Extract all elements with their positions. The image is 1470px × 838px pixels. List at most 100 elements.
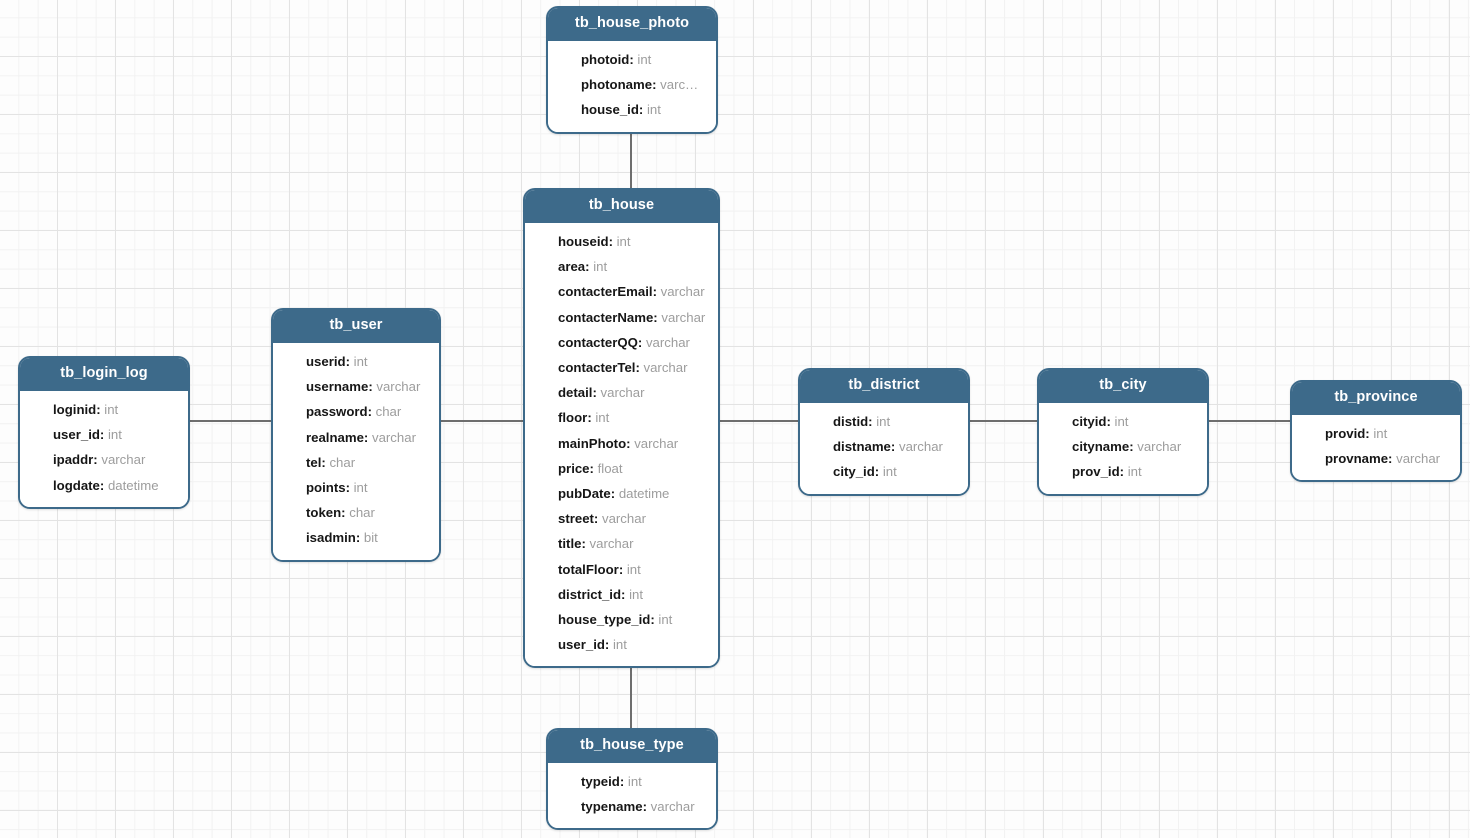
field-row[interactable]: totalFloor: int — [525, 557, 718, 582]
field-name: mainPhoto — [558, 435, 627, 451]
field-row[interactable]: userid: int — [273, 349, 439, 374]
connector-tb_house-to-tb_house_type[interactable] — [630, 666, 632, 730]
connector-tb_user-to-tb_house[interactable] — [439, 420, 525, 422]
field-name: tel — [306, 454, 322, 470]
field-name: house_id — [581, 102, 639, 118]
field-separator: : — [621, 586, 630, 602]
field-row[interactable]: detail: varchar — [525, 380, 718, 405]
field-row[interactable]: provid: int — [1292, 421, 1460, 446]
field-row[interactable]: contacterQQ: varchar — [525, 330, 718, 355]
field-type: int — [353, 479, 368, 495]
field-row[interactable]: pubDate: datetime — [525, 481, 718, 506]
field-row[interactable]: contacterEmail: varchar — [525, 279, 718, 304]
field-row[interactable]: floor: int — [525, 405, 718, 430]
field-row[interactable]: price: float — [525, 456, 718, 481]
field-row[interactable]: houseid: int — [525, 229, 718, 254]
field-separator: : — [1388, 451, 1397, 467]
field-row[interactable]: token: char — [273, 500, 439, 525]
field-row[interactable]: title: varchar — [525, 531, 718, 556]
field-row[interactable]: street: varchar — [525, 506, 718, 531]
field-separator: : — [581, 536, 590, 552]
field-separator: : — [868, 413, 877, 429]
entity-title-tb_house_type: tb_house_type — [548, 730, 716, 763]
field-name: photoid — [581, 51, 630, 67]
field-name: street — [558, 511, 594, 527]
field-row[interactable]: prov_id: int — [1039, 459, 1207, 484]
field-separator: : — [345, 479, 354, 495]
field-row[interactable]: cityid: int — [1039, 409, 1207, 434]
field-row[interactable]: cityname: varchar — [1039, 434, 1207, 459]
field-separator: : — [642, 799, 651, 815]
field-separator: : — [585, 259, 594, 275]
field-row[interactable]: ipaddr: varchar — [20, 447, 188, 472]
field-type: varchar — [600, 385, 645, 401]
field-name: distid — [833, 413, 869, 429]
field-separator: : — [93, 452, 102, 468]
field-name: isadmin — [306, 530, 356, 546]
field-type: varchar — [1396, 451, 1441, 467]
field-row[interactable]: contacterTel: varchar — [525, 355, 718, 380]
field-row[interactable]: house_type_id: int — [525, 607, 718, 632]
field-name: username — [306, 379, 369, 395]
field-row[interactable]: realname: varchar — [273, 425, 439, 450]
field-row[interactable]: password: char — [273, 399, 439, 424]
field-type: varchar — [661, 309, 706, 325]
field-row[interactable]: typeid: int — [548, 769, 716, 794]
field-row[interactable]: tel: char — [273, 450, 439, 475]
field-row[interactable]: contacterName: varchar — [525, 305, 718, 330]
field-row[interactable]: points: int — [273, 475, 439, 500]
field-row[interactable]: photoid: int — [548, 47, 716, 72]
field-separator: : — [592, 385, 601, 401]
field-row[interactable]: user_id: int — [20, 422, 188, 447]
connector-tb_district-to-tb_city[interactable] — [968, 420, 1039, 422]
connector-tb_house-to-tb_district[interactable] — [718, 420, 800, 422]
field-row[interactable]: area: int — [525, 254, 718, 279]
field-type: int — [1114, 413, 1129, 429]
field-row[interactable]: city_id: int — [800, 459, 968, 484]
field-name: cityid — [1072, 413, 1107, 429]
connector-tb_city-to-tb_province[interactable] — [1207, 420, 1292, 422]
field-row[interactable]: isadmin: bit — [273, 525, 439, 550]
field-separator: : — [1129, 439, 1138, 455]
field-row[interactable]: house_id: int — [548, 97, 716, 122]
field-row[interactable]: loginid: int — [20, 397, 188, 422]
entity-title-tb_city: tb_city — [1039, 370, 1207, 403]
field-type: varchar — [650, 799, 695, 815]
field-name: realname — [306, 429, 364, 445]
connector-tb_house_photo-to-tb_house[interactable] — [630, 132, 632, 190]
field-type: int — [1127, 464, 1142, 480]
field-name: contacterTel — [558, 359, 636, 375]
field-name: distname — [833, 439, 891, 455]
field-type: varchar — [898, 439, 943, 455]
field-row[interactable]: provname: varchar — [1292, 446, 1460, 471]
field-separator: : — [652, 284, 661, 300]
field-row[interactable]: username: varchar — [273, 374, 439, 399]
connector-tb_login_log-to-tb_user[interactable] — [188, 420, 273, 422]
field-row[interactable]: mainPhoto: varchar — [525, 431, 718, 456]
field-row[interactable]: distid: int — [800, 409, 968, 434]
field-type: int — [104, 401, 119, 417]
field-row[interactable]: photoname: varc… — [548, 72, 716, 97]
field-row[interactable]: typename: varchar — [548, 794, 716, 819]
field-type: datetime — [618, 485, 670, 501]
entity-title-tb_province: tb_province — [1292, 382, 1460, 415]
field-row[interactable]: distname: varchar — [800, 434, 968, 459]
field-row[interactable]: district_id: int — [525, 582, 718, 607]
field-row[interactable]: logdate: datetime — [20, 473, 188, 498]
field-separator: : — [368, 379, 377, 395]
field-name: contacterEmail — [558, 284, 653, 300]
field-row[interactable]: user_id: int — [525, 632, 718, 657]
field-type: varchar — [643, 359, 688, 375]
